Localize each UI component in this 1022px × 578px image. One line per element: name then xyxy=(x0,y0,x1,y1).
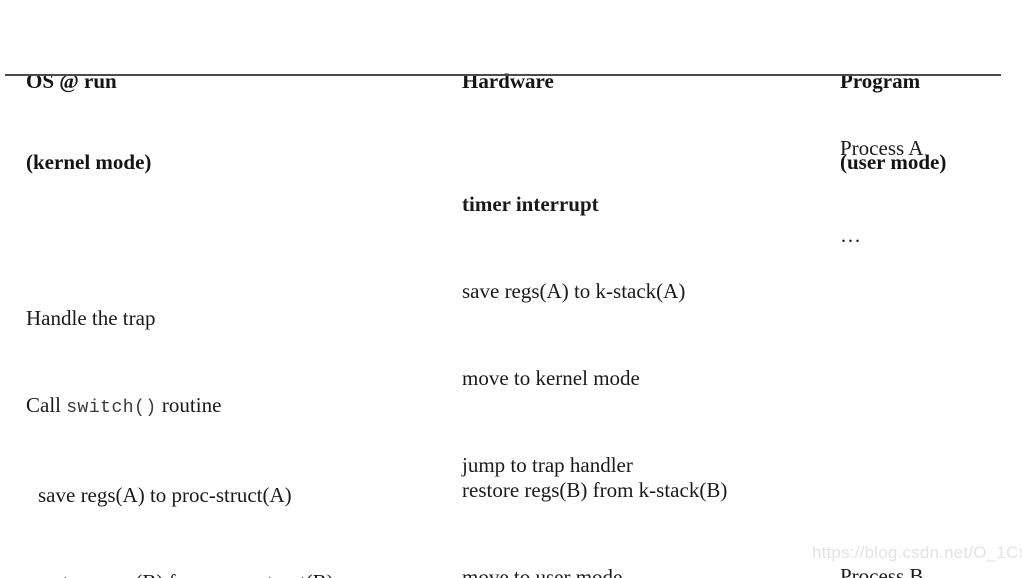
hardware-line-move-to-kernel-mode: move to kernel mode xyxy=(462,366,640,390)
program-line-process-b: Process B xyxy=(840,564,924,578)
program-line-ellipsis-a: … xyxy=(840,223,861,247)
column-header-os: OS @ run (kernel mode) xyxy=(26,14,151,230)
watermark-url: https://blog.csdn.net/O_1CxH xyxy=(812,543,1022,562)
os-call-suffix: routine xyxy=(156,393,222,417)
program-line-process-a: Process A xyxy=(840,136,924,160)
hardware-block-timer-interrupt: timer interrupt save regs(A) to k-stack(… xyxy=(462,132,685,538)
os-line-call-switch-routine: Call switch() routine xyxy=(26,391,334,423)
column-header-program-line2: (user mode) xyxy=(840,150,947,174)
hardware-line-restore-regs-b: restore regs(B) from k-stack(B) xyxy=(462,478,728,502)
os-call-code-switch: switch() xyxy=(66,398,157,418)
hardware-line-timer-interrupt: timer interrupt xyxy=(462,192,599,216)
os-line-handle-the-trap: Handle the trap xyxy=(26,306,156,330)
program-block-process-b: Process B … xyxy=(840,504,923,578)
header-divider-rule xyxy=(5,74,1001,76)
column-header-os-line1: OS @ run xyxy=(26,69,117,93)
os-call-prefix: Call xyxy=(26,393,67,417)
column-header-program: Program (user mode) xyxy=(840,14,946,230)
program-block-process-a: Process A … xyxy=(840,76,923,308)
column-header-hardware: Hardware xyxy=(462,14,554,149)
column-header-program-line1: Program xyxy=(840,69,921,93)
hardware-line-save-regs-a: save regs(A) to k-stack(A) xyxy=(462,279,686,303)
os-line-restore-regs-b: restore regs(B) from proc-struct(B) xyxy=(26,568,334,578)
hardware-line-jump-to-trap-handler: jump to trap handler xyxy=(462,453,633,477)
column-header-hardware-line1: Hardware xyxy=(462,69,554,93)
os-line-save-regs-a: save regs(A) to proc-struct(A) xyxy=(38,483,292,507)
os-block-handle-trap: Handle the trap Call switch() routine sa… xyxy=(26,246,334,578)
hardware-block-return-from-trap: restore regs(B) from k-stack(B) move to … xyxy=(462,418,727,578)
column-header-os-line2: (kernel mode) xyxy=(26,150,152,174)
hardware-line-move-to-user-mode: move to user mode xyxy=(462,565,623,578)
